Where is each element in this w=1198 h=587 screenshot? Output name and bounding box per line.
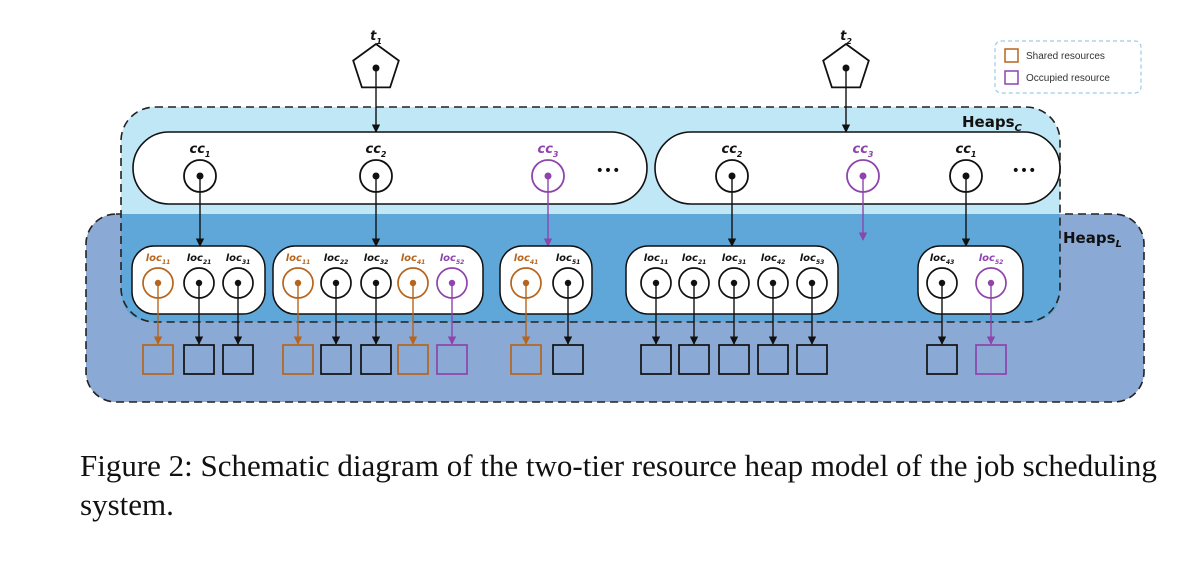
heaps-c-title: HeapsC — [962, 113, 1023, 134]
local-node-label: loc11 — [146, 253, 171, 266]
resource-box — [975, 344, 1007, 375]
legend: Shared resources Occupied resource — [994, 40, 1142, 94]
resource-box — [926, 344, 958, 375]
cluster-node-label: cc1 — [956, 142, 977, 159]
resource-box — [678, 344, 710, 375]
local-node-label: loc52 — [440, 253, 465, 266]
local-node-label: loc21 — [682, 253, 707, 266]
local-node-label: loc52 — [979, 253, 1004, 266]
resource-box — [360, 344, 392, 375]
legend-shared-label: Shared resources — [1026, 51, 1105, 62]
local-node-label: loc31 — [722, 253, 747, 266]
resource-box — [436, 344, 468, 375]
legend-occupied-label: Occupied resource — [1026, 73, 1110, 84]
resource-box — [552, 344, 584, 375]
heaps-l-title: HeapsL — [1063, 229, 1122, 250]
resource-box — [320, 344, 352, 375]
resource-box — [282, 344, 314, 375]
cluster-node-label: cc2 — [366, 142, 387, 159]
local-node-label: loc11 — [644, 253, 669, 266]
cluster-ellipsis: ••• — [596, 163, 621, 179]
resource-box — [796, 344, 828, 375]
resource-box — [222, 344, 254, 375]
local-node-label: loc41 — [514, 253, 539, 266]
local-node-label: loc21 — [187, 253, 212, 266]
heaps-c-border — [120, 106, 1061, 323]
cluster-node-label: cc1 — [190, 142, 211, 159]
cluster-node-label: cc3 — [538, 142, 559, 159]
local-node-label: loc11 — [286, 253, 311, 266]
heap-model-diagram: HeapsC HeapsL Shared resources Occupied … — [85, 29, 1145, 403]
local-node-label: loc22 — [324, 253, 349, 266]
task-label: t2 — [840, 29, 852, 46]
local-node-label: loc32 — [364, 253, 389, 266]
resource-box — [510, 344, 542, 375]
local-node-label: loc41 — [401, 253, 426, 266]
resource-box — [397, 344, 429, 375]
cluster-node-label: cc2 — [722, 142, 743, 159]
resource-box — [757, 344, 789, 375]
local-node-label: loc43 — [930, 253, 955, 266]
task-label: t1 — [370, 29, 382, 46]
local-node-label: loc53 — [800, 253, 825, 266]
legend-shared-swatch — [1004, 48, 1019, 63]
cluster-node-label: cc3 — [853, 142, 874, 159]
resource-box — [640, 344, 672, 375]
resource-box — [142, 344, 174, 375]
local-node-label: loc51 — [556, 253, 581, 266]
local-node-label: loc42 — [761, 253, 786, 266]
legend-occupied-swatch — [1004, 70, 1019, 85]
resource-box — [718, 344, 750, 375]
local-node-label: loc31 — [226, 253, 251, 266]
cluster-ellipsis: ••• — [1012, 163, 1037, 179]
resource-box — [183, 344, 215, 375]
figure-caption: Figure 2: Schematic diagram of the two-t… — [80, 448, 1157, 522]
